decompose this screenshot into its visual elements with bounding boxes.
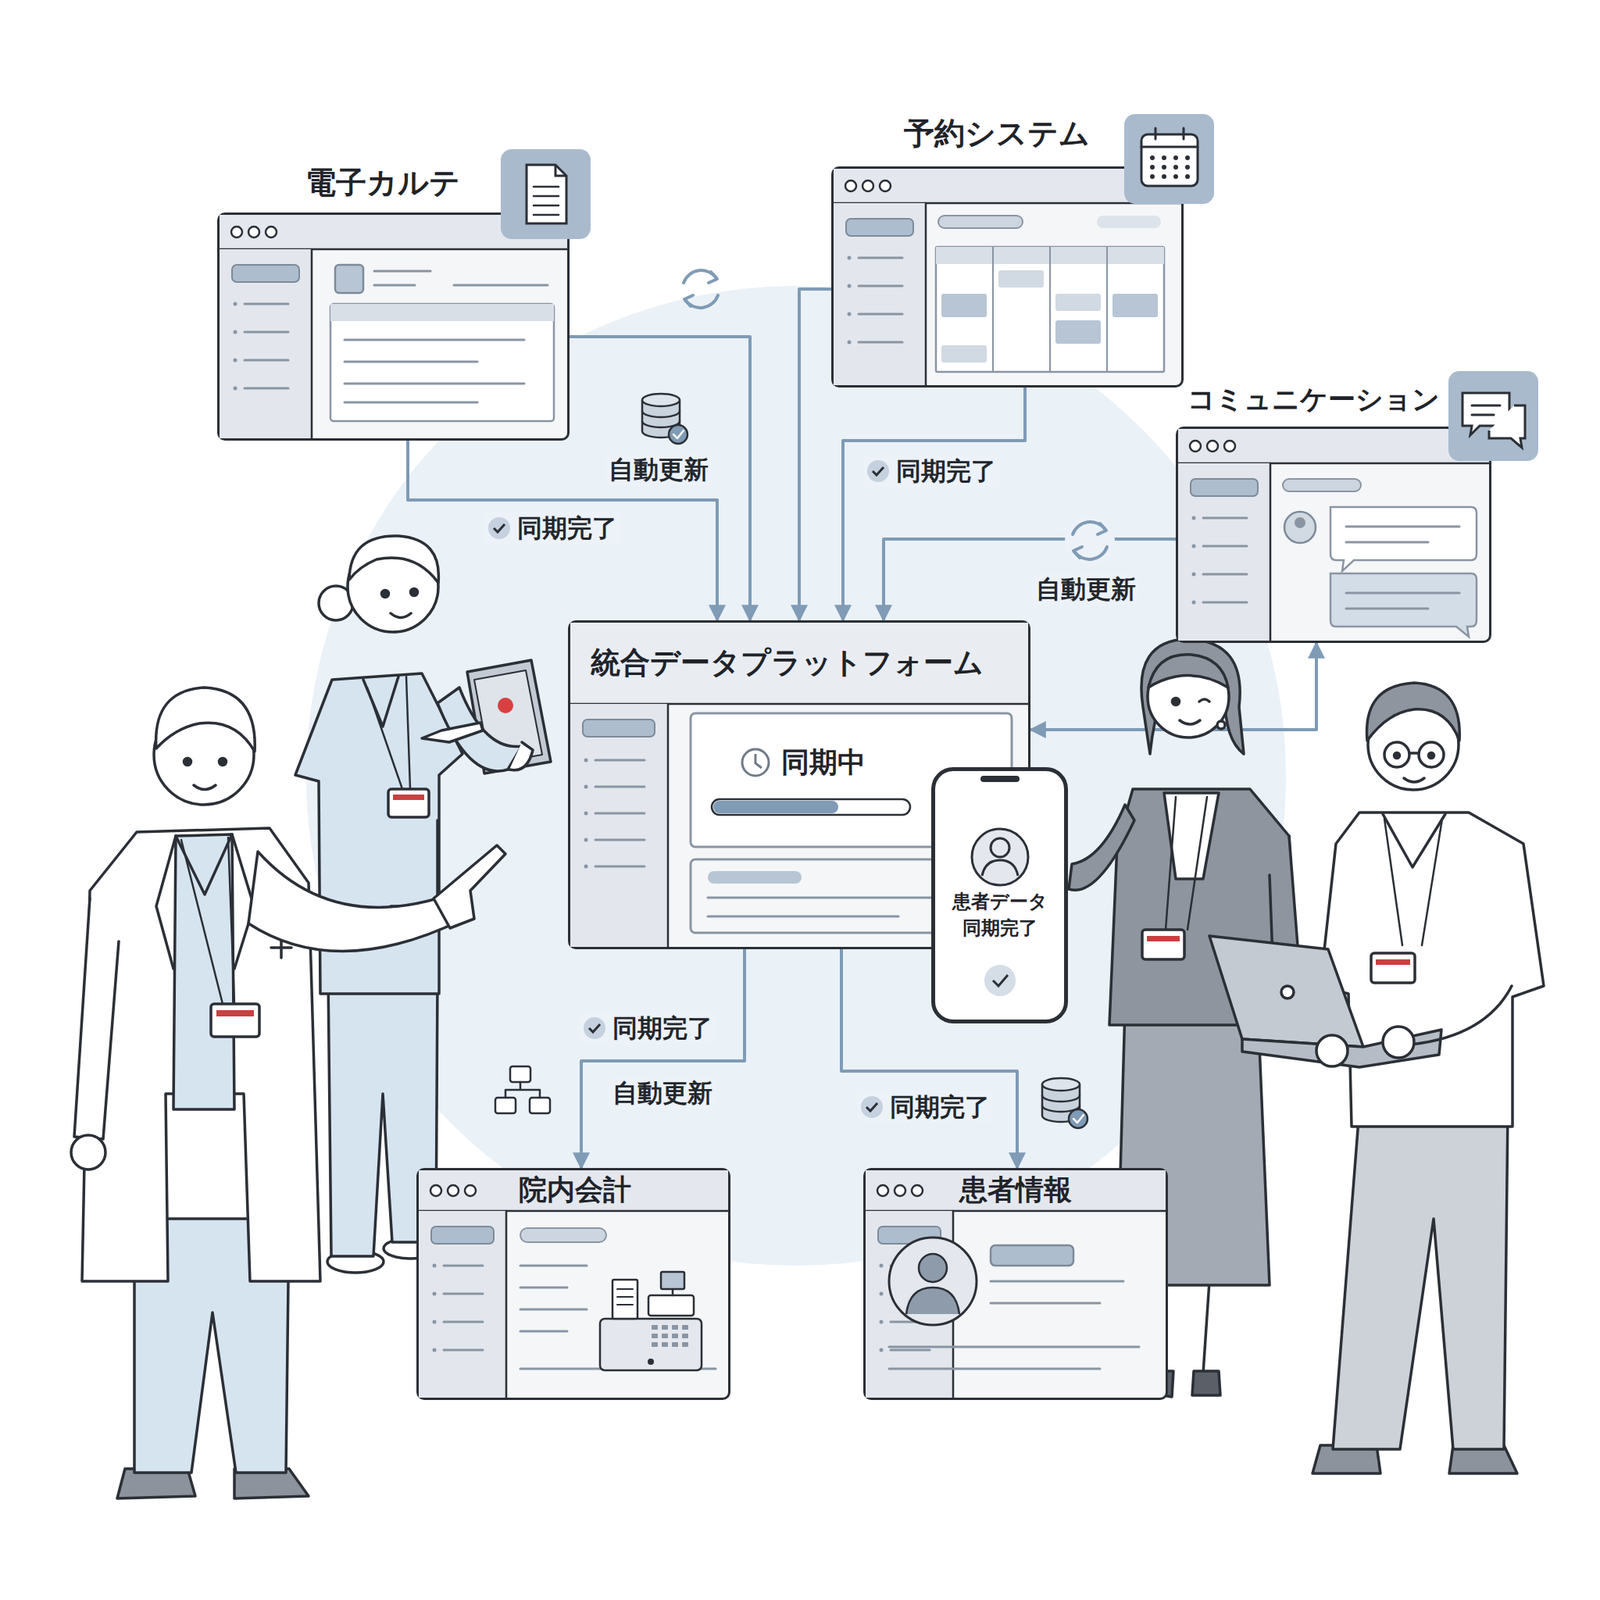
window-heading: 予約システム — [903, 115, 1090, 152]
node-title: 院内会計 — [518, 1170, 632, 1210]
sync-connector — [581, 949, 745, 1168]
check-icon — [866, 459, 890, 483]
node-title: 患者情報 — [959, 1170, 1072, 1210]
sync-status-text: 自動更新 — [612, 1077, 713, 1109]
check-icon — [582, 1016, 607, 1040]
chat-window: コミュニケーション — [1175, 426, 1492, 643]
sync-icon — [1064, 515, 1115, 566]
staff-man-figure — [1209, 682, 1544, 1474]
connector-label: 自動更新 — [1032, 573, 1140, 605]
window-decoration — [219, 214, 568, 439]
database-icon — [642, 393, 688, 444]
patient-window: 患者情報 — [863, 1167, 1168, 1400]
sync-status-text: 同期完了 — [612, 1012, 713, 1044]
sync-connector — [799, 289, 832, 621]
sync-connector — [842, 387, 1025, 621]
check-icon — [860, 1095, 884, 1119]
connector-label: 同期完了 — [863, 455, 1000, 487]
sync-connector — [569, 336, 750, 621]
doctor-figure — [71, 687, 506, 1499]
sync-status-text: 自動更新 — [608, 453, 709, 486]
sync-connector — [407, 440, 718, 621]
network-icon — [495, 1066, 550, 1114]
connector-label: 自動更新 — [605, 453, 712, 486]
status-text: 同期中 — [781, 741, 866, 784]
connector-label: 同期完了 — [484, 512, 621, 544]
window-heading: コミュニケーション — [1187, 382, 1440, 417]
node-title: 患者データ 同期完了 — [935, 888, 1065, 942]
window-heading: 電子カルテ — [305, 164, 461, 201]
window-decoration — [1178, 428, 1490, 641]
sync-connector — [883, 539, 1176, 621]
phone: 患者データ 同期完了 — [931, 767, 1068, 1024]
window-decoration — [833, 168, 1182, 386]
sync-status-text: 同期完了 — [896, 455, 997, 487]
node-title: 統合データプラットフォーム — [590, 639, 984, 686]
sync-connector — [841, 949, 1018, 1168]
connector-label: 同期完了 — [579, 1012, 716, 1044]
sync-status-text: 自動更新 — [1035, 573, 1136, 605]
note-label: 自動更新 — [609, 1077, 716, 1109]
sync-icon — [683, 270, 718, 308]
billing-window: 院内会計 — [416, 1167, 731, 1400]
ehr-window: 電子カルテ — [217, 212, 570, 441]
connector-label: 同期完了 — [857, 1091, 993, 1123]
check-icon — [487, 516, 511, 540]
sync-status-text: 同期完了 — [889, 1091, 990, 1123]
sync-status-text: 同期完了 — [517, 512, 618, 544]
booking-window: 予約システム — [831, 166, 1184, 388]
database-icon — [1042, 1078, 1088, 1129]
